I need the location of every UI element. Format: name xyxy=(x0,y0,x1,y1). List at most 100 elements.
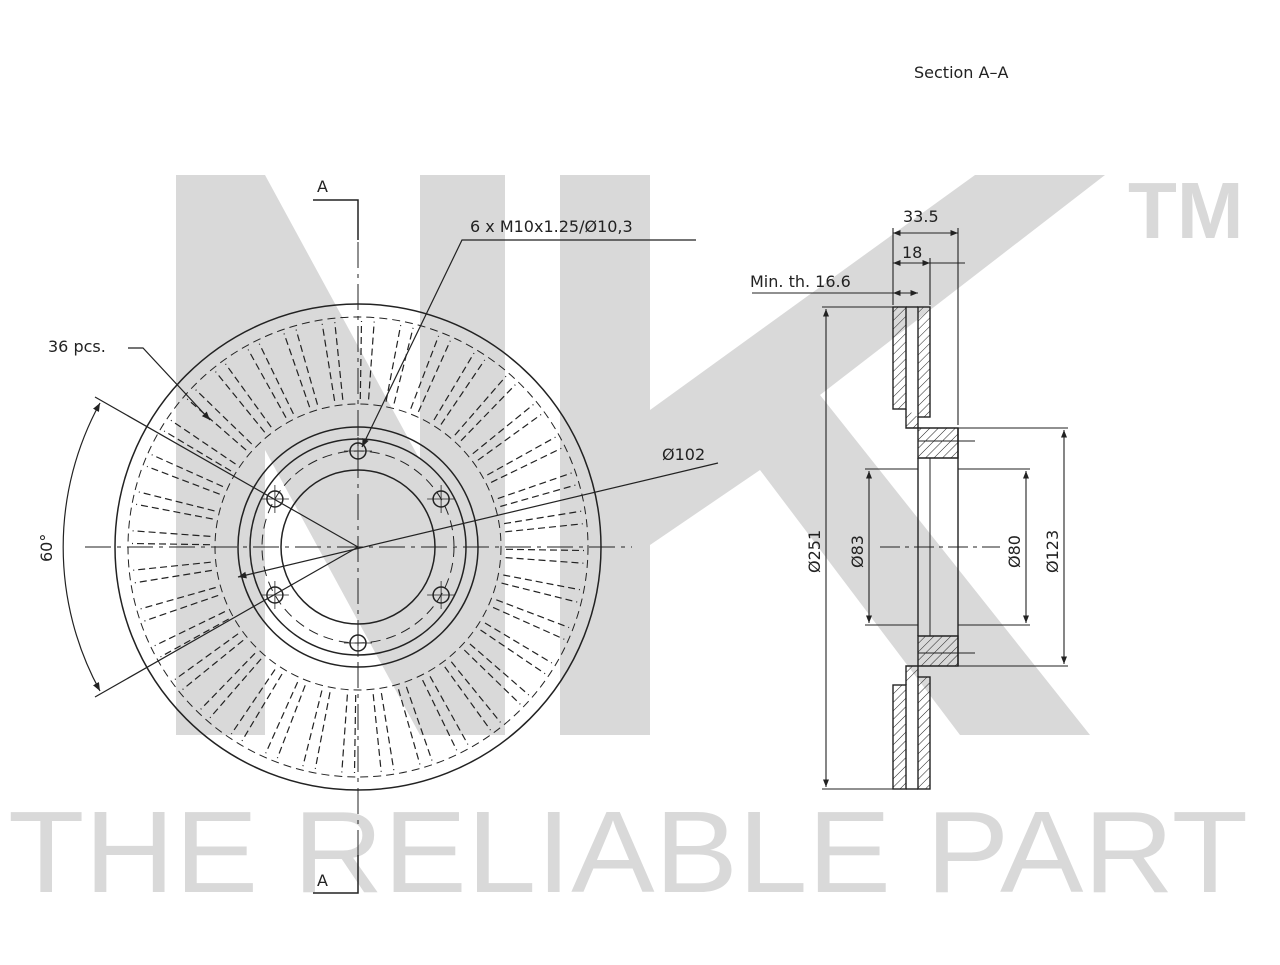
vane-edge xyxy=(209,658,262,719)
inboard-plate-top xyxy=(917,306,931,418)
section-mark-top: A xyxy=(317,177,328,196)
vane-edge xyxy=(200,652,256,710)
vane-edge xyxy=(359,320,363,400)
vane-edge xyxy=(151,454,224,488)
vane-edge xyxy=(225,363,272,428)
center-lines xyxy=(85,200,632,880)
vane-edge xyxy=(160,618,229,658)
vane-edge xyxy=(265,681,299,754)
nk-logo xyxy=(176,175,1105,735)
outer-diameter-label: Ø251 xyxy=(805,530,824,573)
center-bore-outer-label: Ø80 xyxy=(1005,535,1024,568)
vane-edge xyxy=(182,639,244,690)
section-cut-marks xyxy=(313,199,359,894)
vane-edge xyxy=(135,503,213,520)
angle-dimension xyxy=(62,396,359,698)
vane-count-leader xyxy=(128,347,211,421)
vane-edge xyxy=(380,693,395,771)
vane-edge xyxy=(480,629,546,675)
vane-edge xyxy=(405,686,433,761)
vane-edge xyxy=(385,324,402,402)
angle-label: 60° xyxy=(37,534,56,562)
vane-edge xyxy=(215,371,266,433)
vane-edge xyxy=(422,679,458,751)
vane-edge xyxy=(163,430,232,472)
vane-edge xyxy=(472,404,534,455)
vane-edge xyxy=(174,633,239,680)
vane-edge xyxy=(504,510,582,525)
vane-edge xyxy=(372,694,382,772)
vane-edge xyxy=(397,689,421,765)
vane-edge xyxy=(429,676,469,745)
vane-edge xyxy=(463,649,521,705)
vane-edge xyxy=(487,436,556,476)
outboard-plate-top xyxy=(892,306,907,410)
section-mark-bottom: A xyxy=(317,871,328,890)
pcd-dimension xyxy=(237,462,719,579)
vane-edge xyxy=(497,472,572,500)
vane-edge xyxy=(314,692,331,770)
vane-edge xyxy=(490,447,562,483)
vane-edge xyxy=(170,419,236,465)
disc-thickness-label: 18 xyxy=(902,243,922,262)
vane-edge xyxy=(321,323,336,401)
vane-edge xyxy=(154,611,226,647)
cooling-vanes xyxy=(131,320,585,774)
vane-edge xyxy=(454,375,507,436)
vane-edge xyxy=(295,329,319,405)
vane-edge xyxy=(334,322,344,400)
vane-edge xyxy=(133,561,211,571)
section-title: Section A–A xyxy=(914,63,1008,82)
center-bore-inner-label: Ø83 xyxy=(848,535,867,568)
hat-flange-top xyxy=(905,409,959,459)
vane-edge xyxy=(276,685,306,759)
section-view xyxy=(880,306,1000,790)
vane-edge xyxy=(484,622,553,664)
vane-edge xyxy=(186,398,247,451)
vane-edge xyxy=(195,389,253,445)
vane-edge xyxy=(131,542,211,546)
vane-edge xyxy=(477,414,542,461)
bolt-spec-label: 6 x M10x1.25/Ø10,3 xyxy=(470,217,633,236)
vane-edge xyxy=(341,694,348,773)
vane-edge xyxy=(146,465,220,495)
outboard-plate-bottom xyxy=(892,684,907,790)
trademark-mark: TM xyxy=(1128,166,1244,255)
vane-edge xyxy=(444,666,491,731)
bolt-spec-leader xyxy=(361,239,696,448)
vane-edge xyxy=(353,694,357,774)
vane-edge xyxy=(368,321,375,400)
vane-edge xyxy=(492,606,565,640)
watermark: TM THE RELIABLE PART xyxy=(8,166,1248,917)
vane-edge xyxy=(433,352,475,421)
vane-edge xyxy=(393,327,414,404)
vane-edge xyxy=(505,548,585,552)
vane-edge xyxy=(258,343,294,415)
vane-edge xyxy=(496,599,570,629)
min-thickness-label: Min. th. 16.6 xyxy=(750,272,851,291)
overall-thickness-label: 33.5 xyxy=(903,207,939,226)
hat-diameter-label: Ø123 xyxy=(1043,530,1062,573)
tagline: THE RELIABLE PART xyxy=(8,787,1248,917)
vane-edge xyxy=(469,643,530,696)
vane-count-label: 36 pcs. xyxy=(48,337,106,356)
vane-edge xyxy=(132,530,211,537)
vane-edge xyxy=(505,557,584,564)
vane-edge xyxy=(144,594,219,622)
vane-edge xyxy=(230,669,276,735)
vane-edge xyxy=(241,673,283,742)
vane-edge xyxy=(500,484,576,508)
vane-edge xyxy=(302,690,323,767)
vane-edge xyxy=(134,569,212,584)
inboard-plate-bottom xyxy=(917,676,931,790)
vane-edge xyxy=(140,586,216,610)
vane-edge xyxy=(501,582,578,603)
vane-edge xyxy=(460,384,516,442)
vane-edge xyxy=(138,491,215,512)
vane-edge xyxy=(410,335,440,409)
vane-edge xyxy=(247,349,287,418)
vane-edge xyxy=(417,340,451,413)
front-view xyxy=(85,200,632,880)
vane-edge xyxy=(505,523,583,533)
